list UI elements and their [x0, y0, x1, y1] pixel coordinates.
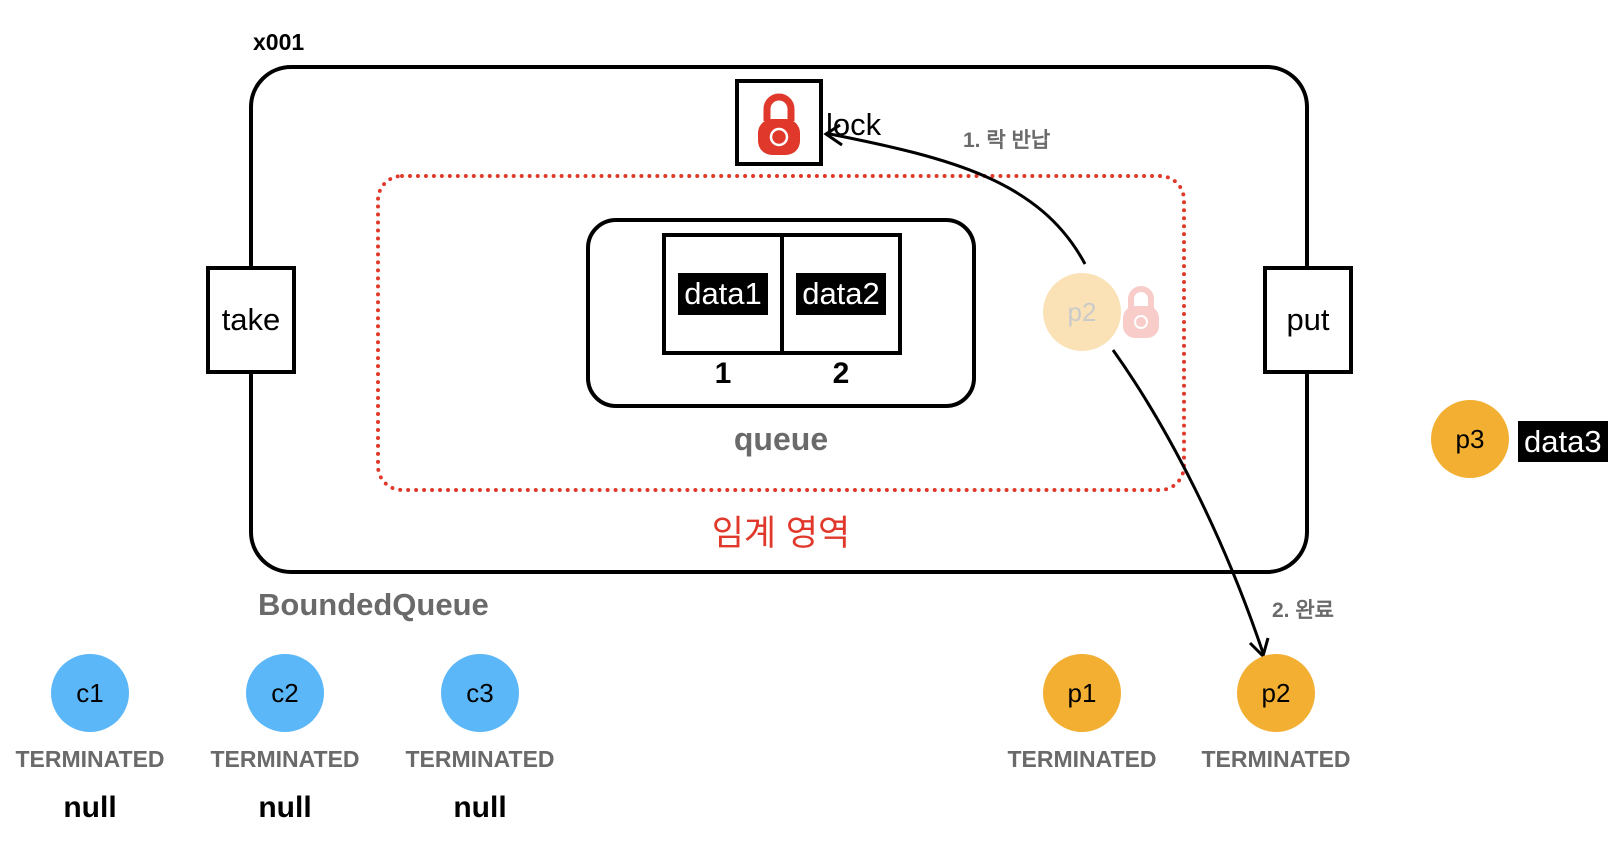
bounded-queue-label: BoundedQueue	[258, 587, 489, 622]
thread-name: p3	[1455, 423, 1485, 454]
object-id-label: x001	[253, 29, 305, 55]
complete-label: 2. 완료	[1272, 599, 1334, 622]
queue-label: queue	[733, 421, 829, 457]
critical-section-label: 임계 영역	[711, 514, 851, 553]
put-port: put	[1263, 266, 1353, 374]
queue-slot-index: 1	[714, 357, 732, 390]
thread-state: TERMINATED	[405, 746, 555, 772]
return-lock-label: 1. 락 반납	[963, 129, 1051, 152]
queue-slot-1: data1	[662, 233, 784, 355]
critical-section-region	[376, 174, 1186, 492]
lock-icon	[758, 93, 800, 155]
thread-state: TERMINATED	[210, 746, 360, 772]
return-value: null	[258, 791, 312, 824]
thread-name: p2	[1067, 296, 1097, 327]
complete-arrowhead	[1248, 637, 1270, 659]
return-value: null	[453, 791, 507, 824]
data-item: data3	[1518, 421, 1608, 463]
thread-state: TERMINATED	[1007, 746, 1157, 772]
producer-p2: p2	[1237, 654, 1315, 732]
consumer-c2: c2	[246, 654, 324, 732]
thread-state: TERMINATED	[15, 746, 165, 772]
data-item: data2	[796, 273, 886, 315]
lock-label: lock	[826, 107, 882, 142]
take-port: take	[206, 266, 296, 374]
thread-name: c3	[466, 677, 494, 708]
thread-name: p1	[1067, 677, 1097, 708]
thread-state: TERMINATED	[1201, 746, 1351, 772]
queue-slot-2: data2	[780, 233, 902, 355]
return-value: null	[63, 791, 117, 824]
data-item: data1	[678, 273, 768, 315]
lock-box	[735, 79, 823, 166]
thread-name: c2	[271, 677, 299, 708]
consumer-c1: c1	[51, 654, 129, 732]
queue-slot-index: 2	[832, 357, 850, 390]
producer-p3: p3	[1431, 400, 1509, 478]
consumer-c3: c3	[441, 654, 519, 732]
ghost-thread-p2: p2	[1043, 273, 1121, 351]
producer-p1: p1	[1043, 654, 1121, 732]
thread-name: c1	[76, 677, 104, 708]
thread-name: p2	[1261, 677, 1291, 708]
faded-lock-icon	[1123, 286, 1159, 338]
queue-box	[586, 218, 976, 408]
